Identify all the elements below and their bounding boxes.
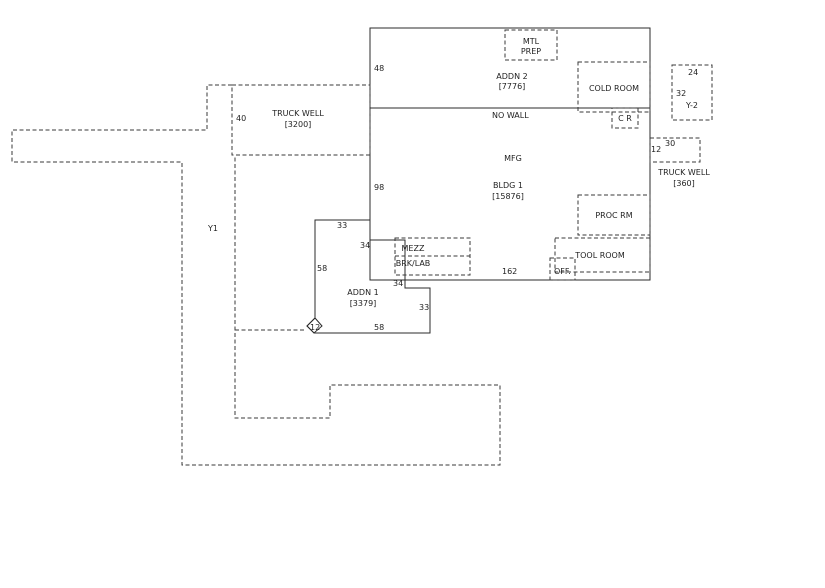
dim-24: 24 (688, 68, 698, 77)
dim-33-top: 33 (337, 221, 347, 230)
label-mfg: MFG (504, 154, 522, 163)
label-bldg1-name: BLDG 1 (493, 181, 523, 190)
label-cold-room: COLD ROOM (589, 84, 639, 93)
label-off: OFF. (554, 267, 571, 276)
bldg1-outline (369, 27, 651, 281)
truck-well-right-box (649, 137, 701, 163)
label-mtl-prep-line2: PREP (521, 47, 541, 56)
label-addn1-name: ADDN 1 (347, 288, 378, 297)
dim-32: 32 (676, 89, 686, 98)
mtl-prep-box (504, 29, 558, 61)
y2-box (671, 64, 713, 121)
label-mezz: MEZZ (402, 244, 425, 253)
dim-33-right: 33 (419, 303, 429, 312)
dim-34-right: 34 (393, 279, 403, 288)
label-proc-rm: PROC RM (595, 211, 632, 220)
dim-98: 98 (374, 183, 384, 192)
label-addn1-area: [3379] (350, 299, 377, 308)
dim-162: 162 (502, 267, 517, 276)
dim-34-left: 34 (360, 241, 370, 250)
label-tool-room: TOOL ROOM (574, 251, 625, 260)
label-truck-well-right-name: TRUCK WELL (657, 168, 710, 177)
off-box (549, 257, 576, 281)
label-y1: Y1 (207, 224, 218, 233)
site-boundary (11, 84, 501, 466)
label-truck-well-left-name: TRUCK WELL (271, 109, 324, 118)
dim-12-corner: 12 (310, 323, 320, 332)
addn1-outline (306, 219, 431, 334)
truck-well-left-box (231, 84, 371, 156)
dim-58-bottom: 58 (374, 323, 384, 332)
label-no-wall: NO WALL (492, 111, 529, 120)
label-truck-well-left-area: [3200] (285, 120, 312, 129)
label-truck-well-right-area: [360] (673, 179, 695, 188)
dim-58-left: 58 (317, 264, 327, 273)
cr-box (611, 107, 639, 129)
dim-40: 40 (236, 114, 246, 123)
label-y2: Y-2 (685, 101, 698, 110)
cold-room-box (577, 61, 651, 113)
label-addn2-area: [7776] (499, 82, 526, 91)
proc-rm-box (577, 194, 651, 236)
label-mtl-prep-line1: MTL (523, 37, 540, 46)
corner-diamond-marker (306, 317, 323, 334)
label-cr: C R (618, 114, 632, 123)
mezz-brklab-box (394, 237, 471, 276)
dim-12-right: 12 (651, 145, 661, 154)
tool-room-box (554, 237, 651, 273)
dim-48: 48 (374, 64, 384, 73)
dim-30: 30 (665, 139, 675, 148)
label-brk-lab: BRK/LAB (396, 259, 431, 268)
label-bldg1-area: [15876] (492, 192, 524, 201)
label-addn2-name: ADDN 2 (496, 72, 527, 81)
